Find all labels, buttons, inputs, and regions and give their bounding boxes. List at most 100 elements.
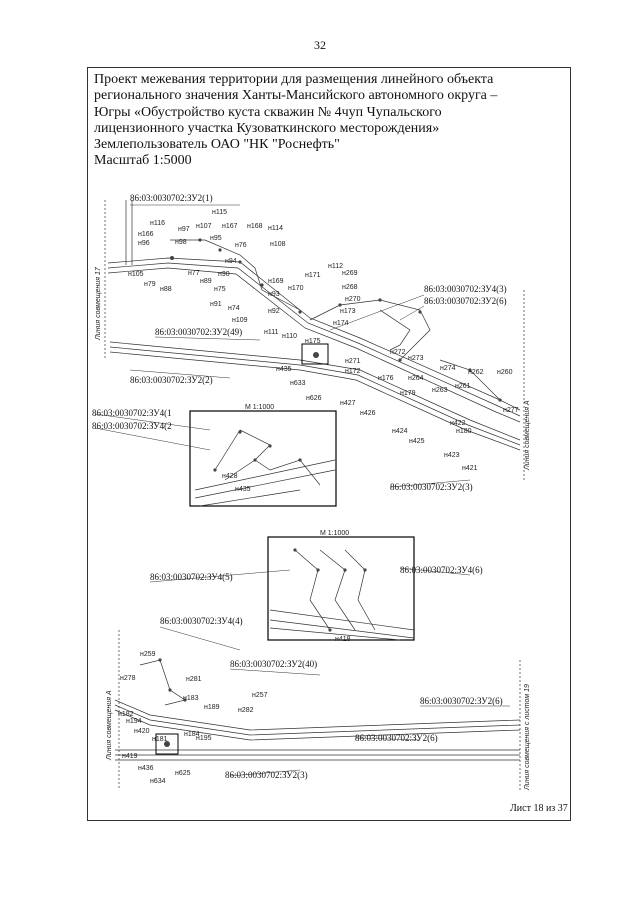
point-label: н112 [328,263,343,270]
header-block: Проект межевания территории для размещен… [94,72,564,170]
land-user: Землепользователь ОАО "НК "Роснефть" [94,137,340,153]
parcel-label: 86:03:0030702:ЗУ4(4) [160,616,243,626]
point-label: н278 [120,675,136,682]
inset-scale: М 1:1000 [245,404,274,411]
point-label: н273 [408,355,424,362]
point-label: н421 [462,465,478,472]
point-label: н269 [342,270,358,277]
inset-boundary [214,429,256,481]
point-label: н169 [268,278,284,285]
road-line [115,749,520,761]
point-label: н90 [218,271,230,278]
point-label: н271 [345,358,361,365]
point-label: н175 [305,338,321,345]
point-label: н428 [222,473,238,480]
parcel-label: 86:03:0030702:ЗУ2(6) [424,296,507,306]
inset-marker [155,733,179,755]
inset-frame [189,410,337,507]
point-label: н270 [345,296,361,303]
point-label: н107 [196,223,212,230]
inset-frame [267,536,415,641]
point-label: н93 [268,291,280,298]
title-line: Проект межевания территории для размещен… [94,72,494,87]
point-label: н425 [409,438,425,445]
point-label: н419 [122,753,138,760]
point-label: н94 [225,258,237,265]
title-line: регионального значения Ханты-Мансийского… [94,88,498,104]
point-label: н115 [212,209,227,216]
point-label: н180 [456,428,472,435]
point-label: н79 [144,281,156,288]
point-label: н634 [150,778,166,785]
point-label: н181 [152,736,168,743]
corridor-line [114,704,521,736]
match-line-label: Линия совмещения 17 [95,266,102,341]
point-label: н263 [432,387,448,394]
point-label: н435 [276,366,292,373]
point-label: н114 [268,225,283,232]
point-label: н179 [400,390,416,397]
inset-marker [301,343,329,365]
point-label: н183 [183,695,199,702]
leader-line [94,204,510,777]
point-label: н194 [126,718,142,725]
point-label: н259 [140,651,156,658]
parcel-label: 86:03:0030702:ЗУ2(49) [155,327,242,337]
point-label: н424 [392,428,408,435]
inset-road-line [269,609,415,641]
point-label: н426 [360,410,376,417]
parcel-label: 86:03:0030702:ЗУ4(5) [150,572,233,582]
point-label: н262 [468,369,484,376]
parcel-boundary [125,200,133,265]
point-label: н110 [282,333,297,340]
point-label: н260 [497,369,513,376]
parcel-label: 86:03:0030702:ЗУ4(3) [424,284,507,294]
inset-scale: М 1:1000 [320,530,349,537]
sheet-label: Лист 18 из 37 [510,803,568,814]
inset-boundary [239,429,321,486]
point-label: н427 [340,400,356,407]
parcel-label: 86:03:0030702:ЗУ2(6) [355,733,438,743]
point-label: н173 [340,308,356,315]
parcel-label: 86:03:0030702:ЗУ2(40) [230,659,317,669]
parcel-boundary [379,309,411,351]
point-label: н625 [175,770,191,777]
title-line: Югры «Обустройство куста скважин № 4чуп … [94,104,442,120]
point-label: н182 [118,711,134,718]
parcel-label: 86:03:0030702:ЗУ4(1 [92,408,172,418]
point-label: н109 [232,317,248,324]
point-label: н633 [290,380,306,387]
point-label: н116 [150,220,165,227]
point-label: н435 [235,486,251,493]
parcel-label: 86:03:0030702:ЗУ4(2 [92,421,172,431]
point-label: н95 [210,235,222,242]
point-label: н171 [305,272,321,279]
point-label: н89 [200,278,212,285]
match-line-label: Линия совмещения А [106,690,113,761]
parcel-label: 86:03:0030702:ЗУ2(6) [420,696,503,706]
point-label: н268 [342,284,358,291]
point-label: н174 [333,320,349,327]
point-label: н422 [450,420,466,427]
parcel-boundary [139,659,186,706]
point-label: н96 [138,240,150,247]
title-line: лицензионного участка Кузоваткинского ме… [94,120,440,136]
corridor-line [107,262,521,417]
point-label: н626 [306,395,322,402]
match-line [118,630,521,790]
point-label: н420 [134,728,150,735]
road-line [109,341,521,441]
point-label: н277 [503,407,519,414]
point-label: н75 [214,286,226,293]
road-line [109,346,521,446]
point-label: н74 [228,305,240,312]
point-label: н423 [444,452,460,459]
point-label: н166 [138,231,154,238]
point-label: н257 [252,692,268,699]
inset-boundary [294,549,376,631]
point-label: н77 [188,270,200,277]
parcel-label: 86:03:0030702:ЗУ2(3) [390,482,473,492]
corridor-line [114,699,521,731]
parcel-label: 86:03:0030702:ЗУ2(1) [130,193,213,203]
point-label: н282 [238,707,254,714]
